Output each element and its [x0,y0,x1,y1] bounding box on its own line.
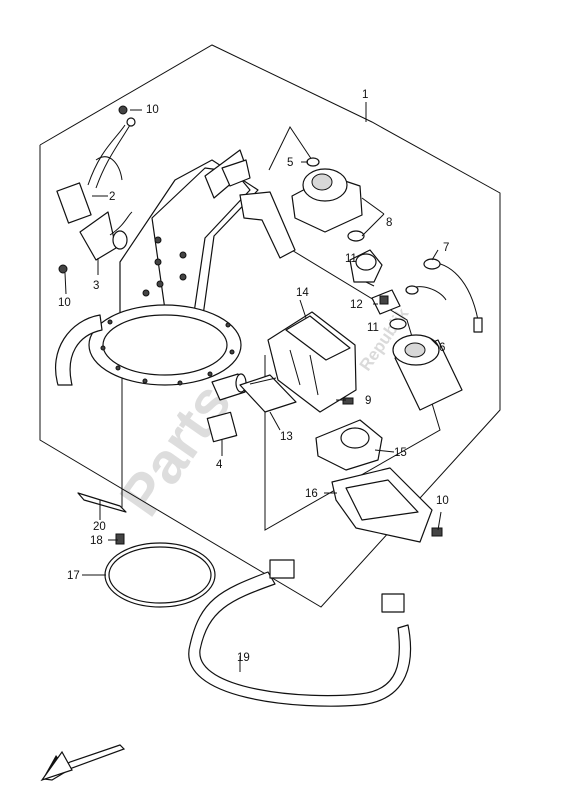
pump-base-plate [88,304,242,386]
callout-labels: 1 2 3 4 5 6 7 8 9 10 10 10 11 11 12 13 1… [58,89,449,664]
callout-12: 12 [350,299,363,311]
callout-18: 18 [90,535,103,547]
cover-part-15 [315,419,383,471]
wiring-harness-part-2 [56,117,136,224]
sub-assembly-boundary [264,248,441,531]
spacer-part-9 [342,397,354,405]
strainer-part-16 [331,467,433,543]
clip-part-4 [206,411,238,443]
callout-13: 13 [280,431,293,443]
leader-lines [64,109,442,672]
screw-part-18 [115,533,125,545]
o-ring-part-5 [306,157,320,167]
callout-11-top: 11 [345,253,357,265]
callout-9: 9 [365,395,371,407]
bolt-part-10-left [58,264,68,274]
wiring-harness-part-19 [188,559,412,707]
callout-15: 15 [394,447,407,459]
front-direction-arrow-icon [40,744,126,782]
callout-19: 19 [237,652,250,664]
bracket-part-20 [77,492,127,513]
callout-16: 16 [305,488,318,500]
callout-2: 2 [109,191,115,203]
callout-11-bottom: 11 [367,322,379,334]
sensor-part-3 [79,211,133,261]
callout-20: 20 [93,521,106,533]
callout-10-right: 10 [436,495,449,507]
bolt-part-10-right [431,527,443,537]
fuel-pump-motor-part-6 [392,285,463,411]
callout-8: 8 [386,217,392,229]
callout-6: 6 [439,342,445,354]
pump-bracket [119,149,296,353]
pressure-regulator-part-8 [291,168,363,233]
callout-1: 1 [362,89,368,101]
callout-17: 17 [67,570,80,582]
connector-part-13 [239,374,297,413]
wire-part-7 [423,258,483,333]
bolt-part-10-top [118,105,128,115]
callout-5: 5 [287,157,293,169]
washer-part-11-top [347,230,365,242]
callout-14: 14 [296,287,309,299]
washer-part-11-bottom [389,318,407,330]
callout-4: 4 [216,459,223,471]
regulator-cap-part-8 [349,249,383,283]
callout-7: 7 [443,242,449,254]
callout-10-left: 10 [58,297,71,309]
assembly-boundary [39,44,501,608]
return-hose [54,314,103,386]
callout-10-top: 10 [146,104,159,116]
filter-housing-part-14 [267,311,357,413]
sensor-part-12 [371,289,401,315]
callout-3: 3 [93,280,99,292]
